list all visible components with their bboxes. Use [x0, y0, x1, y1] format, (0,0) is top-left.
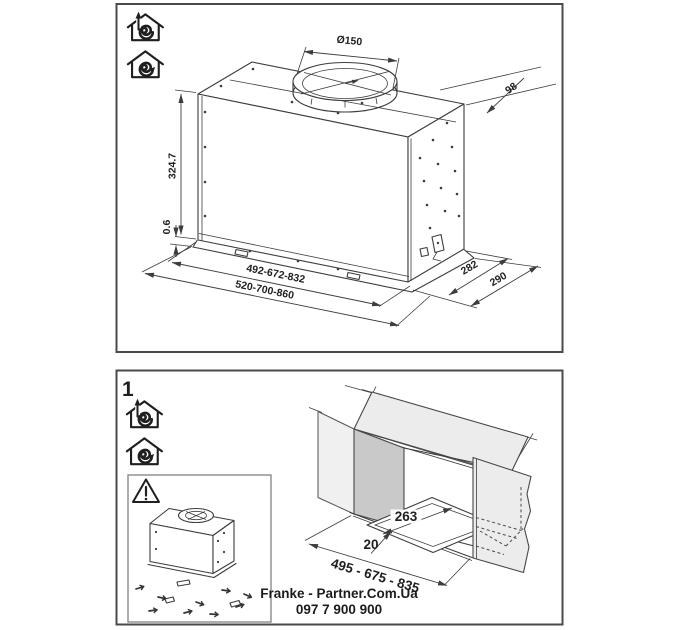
watermark: Franke - Partner.Com.Ua 097 7 900 900: [260, 586, 418, 617]
dim-bottom-lip: 0.6: [161, 220, 173, 235]
step-number: 1: [122, 378, 134, 401]
warning-triangle-icon: [132, 478, 160, 503]
dim-body-height: 324.7: [167, 153, 179, 179]
power-cord-detail: [419, 233, 445, 262]
dim-front-edge-distance: 20: [363, 537, 378, 552]
dim-duct-diameter: Ø150: [336, 34, 363, 49]
screw-holes: [203, 67, 461, 271]
hood-isometric-drawing: [192, 61, 475, 293]
dim-cutout-depth: 263: [395, 509, 418, 524]
left-wall-outer: [317, 411, 355, 515]
warning-parts-box: [127, 474, 272, 623]
hood-right-face: [407, 103, 465, 283]
mini-hood-drawing: [147, 507, 237, 579]
duct-collar: [292, 61, 398, 113]
watermark-line1: Franke - Partner.Com.Ua: [260, 586, 418, 601]
right-wall-panel: [472, 456, 532, 574]
panel-bottom-install: 1: [115, 369, 564, 626]
mounting-hardware-icons: [134, 579, 254, 618]
panel-top-spec: Ø150 98 324.7 0.6 492-672-832: [115, 3, 564, 353]
watermark-line2: 097 7 900 900: [296, 602, 382, 617]
hidden-cutout-edges: [475, 487, 524, 555]
